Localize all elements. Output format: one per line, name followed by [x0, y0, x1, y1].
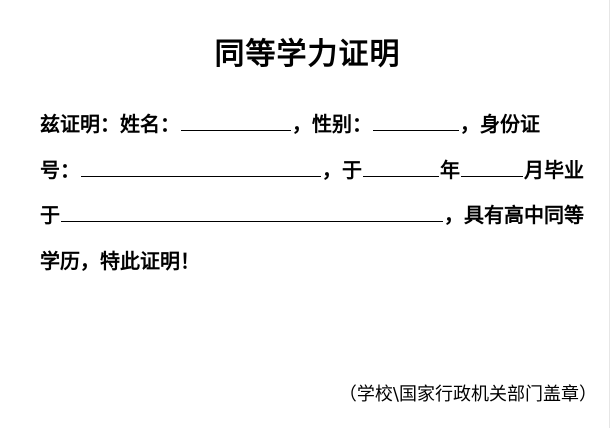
from-label: 于: [40, 203, 60, 227]
body-line-1: 兹证明：姓名： ，性别： ，身份证: [40, 109, 540, 139]
page-edge-divider: [609, 0, 610, 428]
school-blank[interactable]: [61, 201, 443, 222]
gender-blank[interactable]: [373, 110, 459, 131]
year-label: 年: [440, 158, 460, 182]
intro-label: 兹证明：姓名：: [40, 112, 180, 136]
id-number-blank[interactable]: [81, 156, 321, 177]
gender-label: ，性别：: [292, 112, 372, 136]
name-blank[interactable]: [181, 110, 291, 131]
body-line-4: 学历，特此证明！: [40, 246, 200, 276]
month-graduate-label: 月毕业: [524, 158, 584, 182]
seal-note: （学校\国家行政机关部门盖章）: [338, 384, 597, 405]
id-label-part2: 号：: [40, 158, 80, 182]
at-label: ，于: [322, 158, 362, 182]
year-blank[interactable]: [363, 156, 439, 177]
month-blank[interactable]: [461, 156, 523, 177]
id-label-part1: ，身份证: [460, 112, 540, 136]
body-line-3: 于 ，具有高中同等: [40, 200, 584, 230]
document-title: 同等学力证明: [214, 37, 401, 72]
body-line-2: 号： ，于 年 月毕业: [40, 155, 584, 185]
closing-text: 学历，特此证明！: [40, 249, 200, 273]
equivalent-label: ，具有高中同等: [444, 203, 584, 227]
